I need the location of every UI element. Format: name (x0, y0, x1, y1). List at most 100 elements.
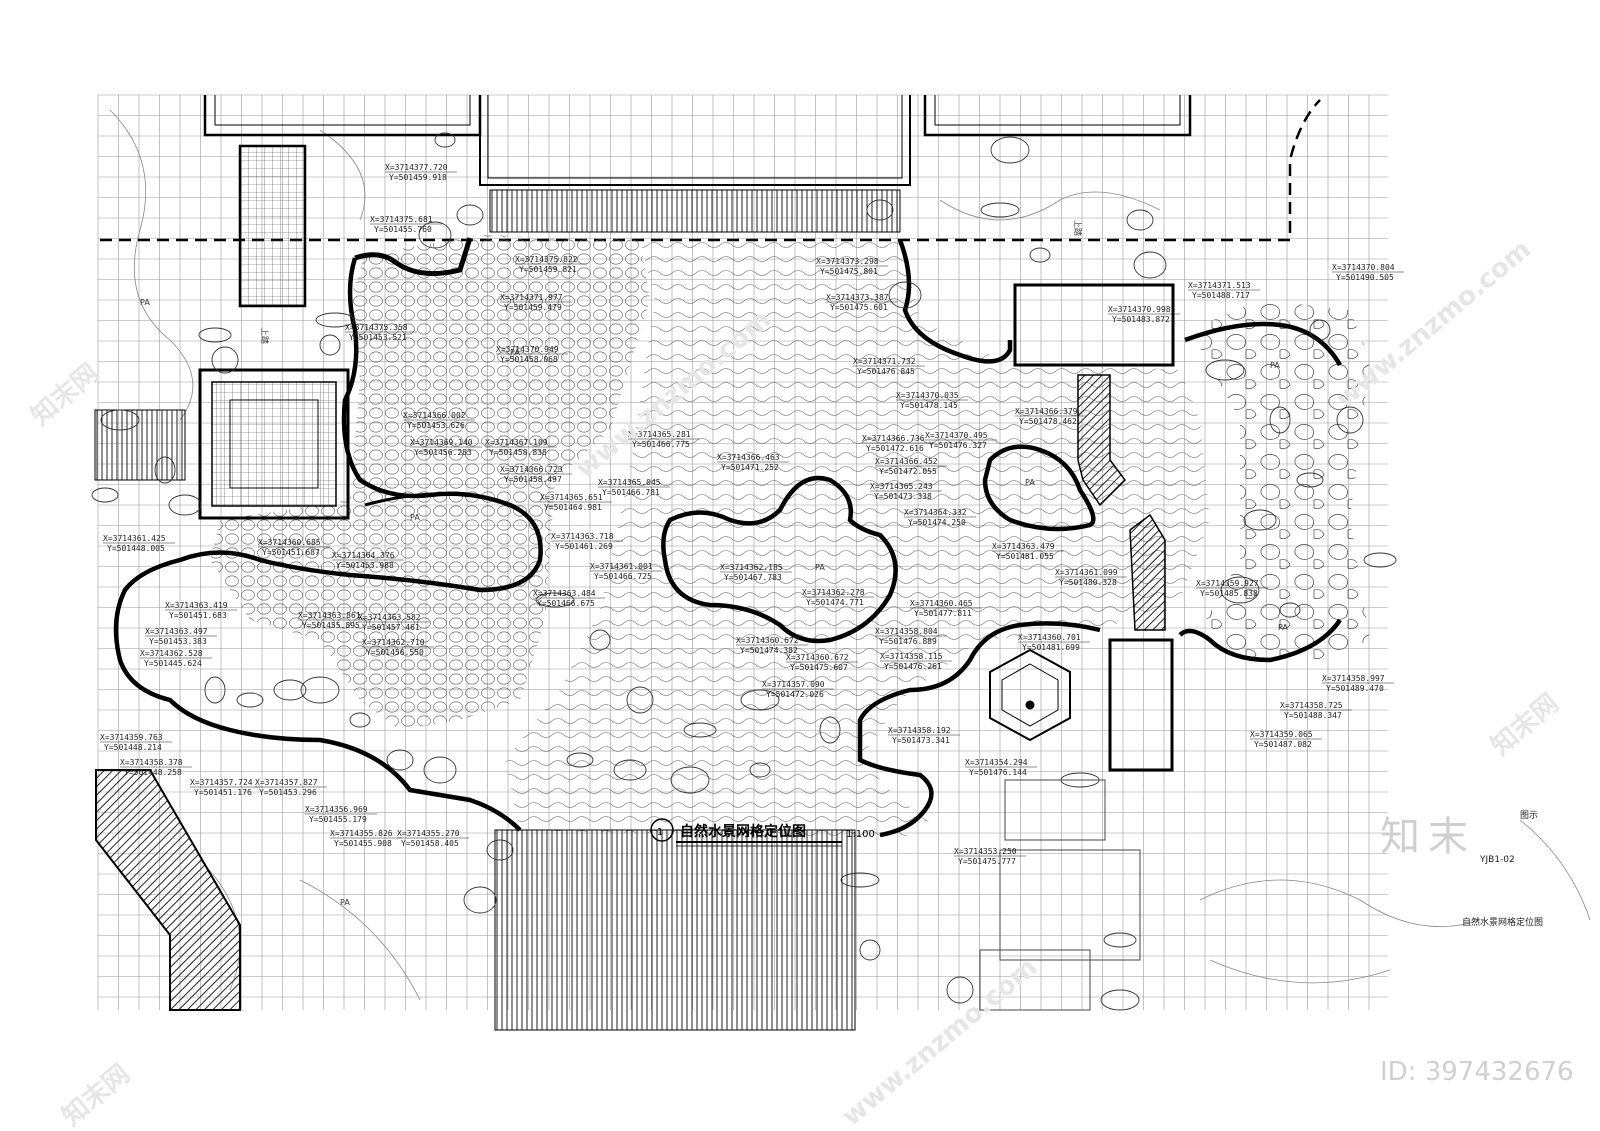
side-title: 自然水景网格定位图 (1462, 916, 1543, 928)
rock (990, 136, 1030, 164)
pavilion-west (198, 368, 350, 520)
coordinate-x-label: X=3714366.463 (717, 453, 780, 462)
coordinate-x-label: X=3714358.804 (875, 627, 938, 636)
bridge-north-west (238, 144, 307, 308)
coordinate-y-label: Y=501488.347 (1284, 711, 1342, 720)
coordinate-x-label: X=3714360.701 (1018, 633, 1081, 642)
rock (349, 712, 371, 728)
zone-label-pa: PA (1278, 623, 1288, 632)
property-boundary (100, 99, 1321, 242)
coordinate-x-label: X=3714357.827 (255, 778, 318, 787)
coordinate-y-label: Y=501478.145 (900, 401, 958, 410)
pool-edge (113, 237, 1342, 838)
coordinate-x-label: X=3714365.281 (628, 430, 691, 439)
coordinate-x-label: X=3714362.710 (362, 638, 425, 647)
drawing-title: 自然水景网格定位图 (680, 823, 806, 840)
coordinate-y-label: Y=501458.497 (504, 475, 562, 484)
coordinate-y-label: Y=501453.296 (259, 788, 317, 797)
coordinate-y-label: Y=501466.725 (594, 572, 652, 581)
rock (859, 939, 881, 961)
rock (740, 689, 780, 711)
coordinate-y-label: Y=501455.760 (374, 225, 432, 234)
coordinate-x-label: X=3714371.732 (853, 357, 916, 366)
rock (418, 221, 452, 249)
deck-west-dark (94, 409, 186, 481)
coordinate-y-label: Y=501476.845 (857, 367, 915, 376)
coordinate-y-label: Y=501487.082 (1254, 740, 1312, 749)
rock (1220, 576, 1260, 604)
rock (1100, 989, 1140, 1011)
rock (1279, 602, 1301, 618)
coordinate-x-label: X=3714370.949 (496, 345, 559, 354)
coordinate-y-label: Y=501474.250 (908, 518, 966, 527)
coordinate-x-label: X=3714366.379 (1015, 407, 1078, 416)
coordinate-y-label: Y=501467.783 (724, 573, 782, 582)
stair-label: 上踏 (260, 328, 270, 344)
coordinate-y-label: Y=501476.327 (929, 441, 987, 450)
coordinate-x-label: X=3714375.358 (345, 323, 408, 332)
rock (1103, 932, 1137, 948)
coordinate-x-label: X=3714358.997 (1322, 674, 1385, 683)
coordinate-x-label: X=3714373.298 (816, 257, 879, 266)
coordinate-x-label: X=3714371.513 (1188, 281, 1251, 290)
coordinate-y-label: Y=501455.908 (334, 839, 392, 848)
bottom-deck (494, 829, 856, 1031)
coordinate-y-label: Y=501474.382 (740, 646, 798, 655)
rock (456, 204, 484, 226)
rock (1269, 406, 1291, 434)
coordinate-x-label: X=3714371.977 (500, 293, 563, 302)
rock (198, 327, 232, 343)
stairs-southeast (979, 779, 1141, 1011)
coordinate-y-label: Y=501480.328 (1059, 578, 1117, 587)
coordinate-x-label: X=3714362.528 (140, 649, 203, 658)
coordinate-x-label: X=3714363.479 (992, 542, 1055, 551)
coordinate-y-label: Y=501453.988 (336, 561, 394, 570)
coordinate-x-label: X=3714362.278 (802, 588, 865, 597)
coordinate-y-label: Y=501474.771 (806, 598, 864, 607)
coordinate-x-label: X=3714360.672 (736, 636, 799, 645)
coordinate-x-label: X=3714360.465 (910, 599, 973, 608)
coordinate-x-label: X=3714360.685 (258, 538, 321, 547)
rock (300, 676, 340, 704)
coordinate-y-label: Y=501489.470 (1326, 684, 1384, 693)
watermark-diagonal-5: www.znzmo.com (837, 952, 1043, 1131)
rock (819, 716, 841, 744)
rock (1243, 509, 1277, 531)
coordinate-x-label: X=3714358.115 (880, 652, 943, 661)
rock (749, 762, 771, 778)
coordinate-y-label: Y=501466.675 (537, 599, 595, 608)
rock (273, 679, 307, 701)
coordinate-y-label: Y=501464.981 (544, 503, 602, 512)
coordinate-y-label: Y=501461.269 (555, 542, 613, 551)
coordinate-y-label: Y=501455.895 (302, 621, 360, 630)
coordinate-y-label: Y=501451.687 (262, 548, 320, 557)
terrain-contours (109, 109, 1591, 1001)
boulder-edge-east (1190, 300, 1370, 660)
rock (683, 722, 717, 738)
coordinate-y-label: Y=501490.505 (1336, 273, 1394, 282)
coordinate-y-label: Y=501471.252 (721, 463, 779, 472)
coordinate-y-label: Y=501472.616 (866, 444, 924, 453)
rock (946, 976, 974, 1004)
terrace-steps (489, 189, 901, 233)
zone-label-pa: PA (140, 298, 150, 307)
coordinate-y-label: Y=501475.777 (958, 857, 1016, 866)
coordinate-y-label: Y=501459.918 (389, 173, 447, 182)
drawing-scale: 1:100 (846, 829, 875, 840)
coordinate-y-label: Y=501453.626 (407, 421, 465, 430)
coordinate-x-label: X=3714359.763 (100, 733, 163, 742)
rock (1296, 472, 1324, 488)
watermark-id: ID: 397432676 (1380, 1057, 1574, 1087)
zone-label-pa: PA (340, 898, 350, 907)
rock (211, 346, 239, 374)
rock (670, 766, 710, 794)
coordinate-x-label: X=3714366.736 (862, 434, 925, 443)
drawing-number: 1 (657, 827, 663, 838)
coordinate-y-label: Y=501481.055 (996, 552, 1054, 561)
coordinate-y-label: Y=501466.775 (632, 440, 690, 449)
coordinate-y-label: Y=501478.462 (1019, 417, 1077, 426)
coordinate-x-label: X=3714355.826 (330, 829, 393, 838)
coordinate-x-label: X=3714361.425 (103, 534, 166, 543)
coordinate-x-label: X=3714365.045 (598, 478, 661, 487)
